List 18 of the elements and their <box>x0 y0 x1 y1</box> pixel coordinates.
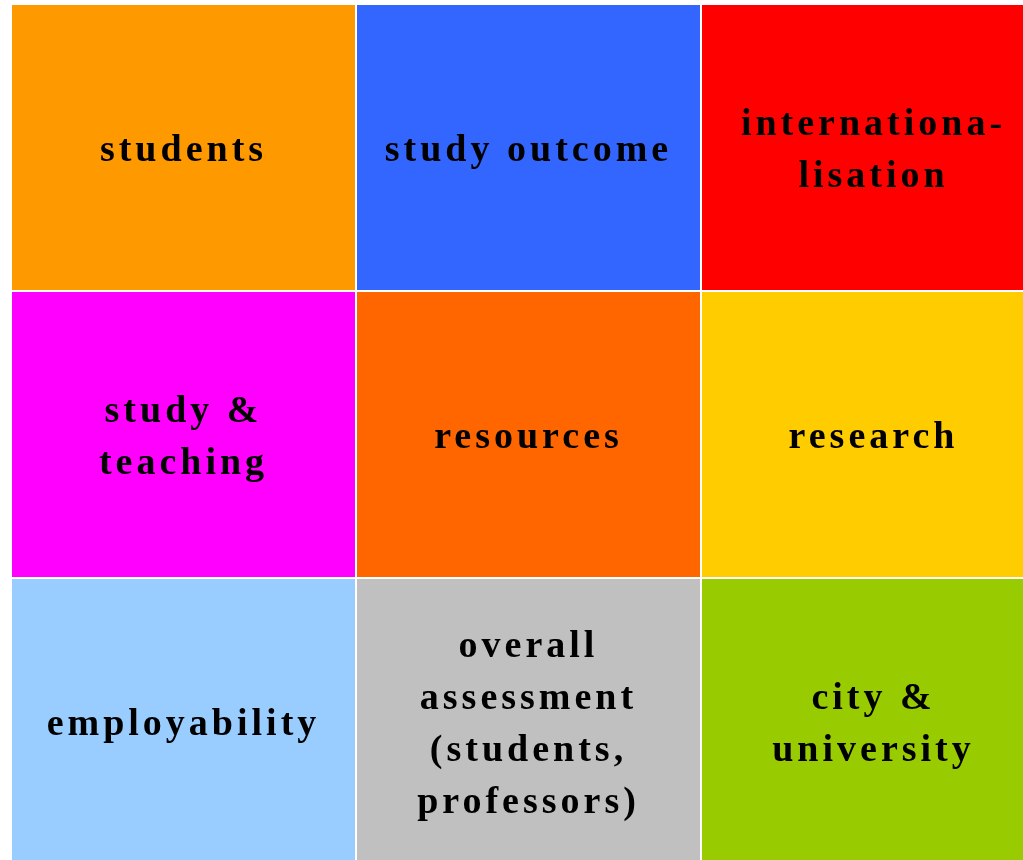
tile-label: students <box>99 125 268 171</box>
category-tile <box>702 292 1023 577</box>
category-tile <box>357 292 700 577</box>
category-tile <box>357 5 700 290</box>
tile-label: internationa-lisation <box>739 99 1008 197</box>
category-tile <box>702 579 1023 860</box>
tile-label: overall assessment (students, professors) <box>416 621 641 823</box>
tile-label: resources <box>434 412 623 458</box>
category-tile <box>357 579 700 860</box>
tile-label: study outcome <box>384 125 673 171</box>
tile-label: research <box>788 412 959 458</box>
category-tile <box>12 292 355 577</box>
tile-label: employability <box>46 699 321 745</box>
category-tile <box>12 5 355 290</box>
tile-label: study & teaching <box>97 386 270 484</box>
category-tile <box>12 579 355 860</box>
category-tile <box>702 5 1023 290</box>
tile-label: city & university <box>771 673 976 771</box>
